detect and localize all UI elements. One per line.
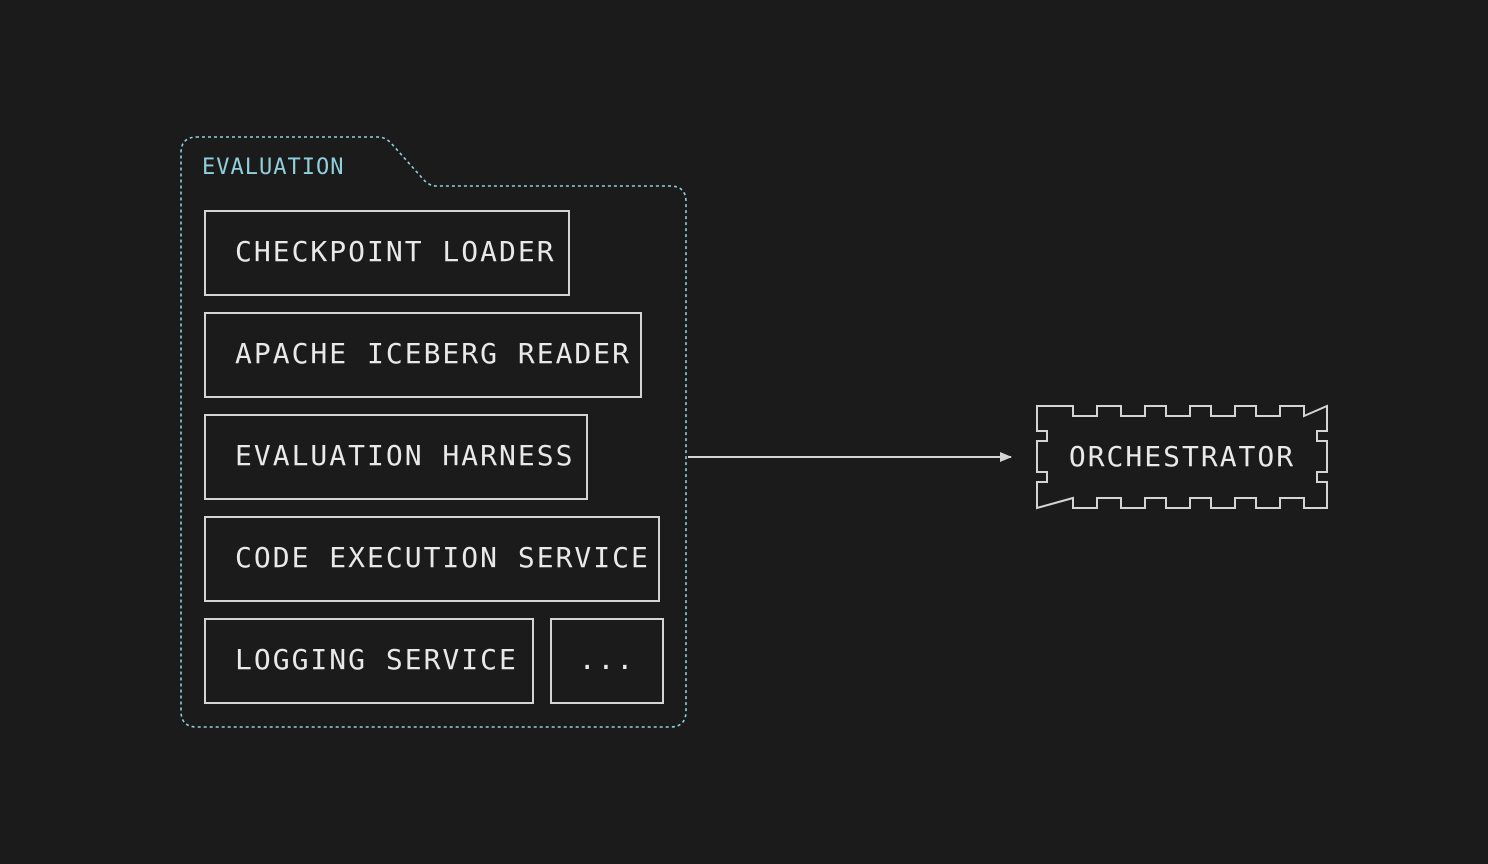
evaluation-group-label: EVALUATION xyxy=(202,155,345,180)
evaluation-group-outline xyxy=(180,136,687,728)
logging-service-box: LOGGING SERVICE xyxy=(204,618,534,704)
more-services-box: ... xyxy=(550,618,664,704)
evaluation-harness-box: EVALUATION HARNESS xyxy=(204,414,588,500)
apache-iceberg-reader-box: APACHE ICEBERG READER xyxy=(204,312,642,398)
code-execution-service-box: CODE EXECUTION SERVICE xyxy=(204,516,660,602)
checkpoint-loader-box: CHECKPOINT LOADER xyxy=(204,210,570,296)
orchestrator-label: ORCHESTRATOR xyxy=(1068,440,1296,473)
orchestrator-outline xyxy=(1036,404,1328,510)
